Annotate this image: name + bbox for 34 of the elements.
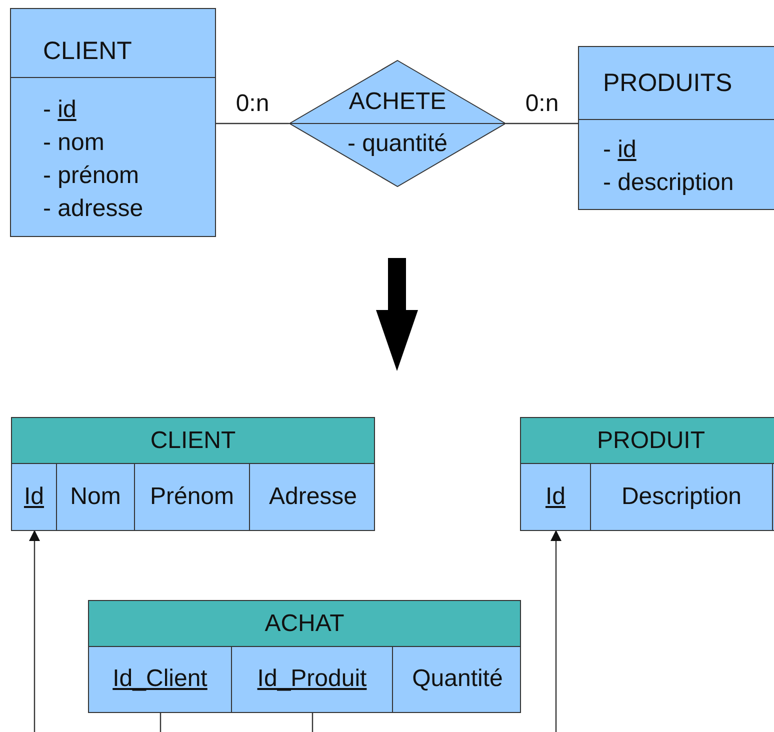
connector-line [216,122,289,124]
table-cell: Quantité [393,646,522,712]
attribute-text: - id [43,98,76,122]
attribute-text: - nom [43,131,104,155]
attribute-text: - id [603,138,636,162]
relationship-name: ACHETE [348,90,448,114]
connector-line [312,712,314,732]
arrow [550,530,562,732]
arrow [29,530,40,732]
table-header: PRODUIT [521,418,774,464]
table-cell: Id_Client [89,646,232,712]
table-cell: Prénom [135,463,250,530]
attribute-text: - description [603,171,734,195]
table-cell: Nom [57,463,135,530]
table [520,417,774,531]
table-header: CLIENT [12,418,374,464]
connector-line [160,712,162,732]
table [88,600,521,713]
attribute-text: - quantité [346,132,449,156]
entity-box [10,8,216,237]
table-cell: Id [521,463,591,530]
table-cell: Id [12,463,57,530]
table-cell: Description [591,463,773,530]
entity-box [578,46,774,210]
relationship-diamond [289,60,506,187]
table-header: ACHAT [89,601,520,647]
connector-line [506,122,578,124]
attribute-text: - adresse [43,197,144,221]
table-cell: Id_Produit [232,646,393,712]
entity-title: PRODUITS [603,71,734,96]
table [11,417,375,531]
entity-title: CLIENT [43,39,133,64]
table-cell: Adresse [250,463,376,530]
attribute-text: - prénom [43,164,140,188]
